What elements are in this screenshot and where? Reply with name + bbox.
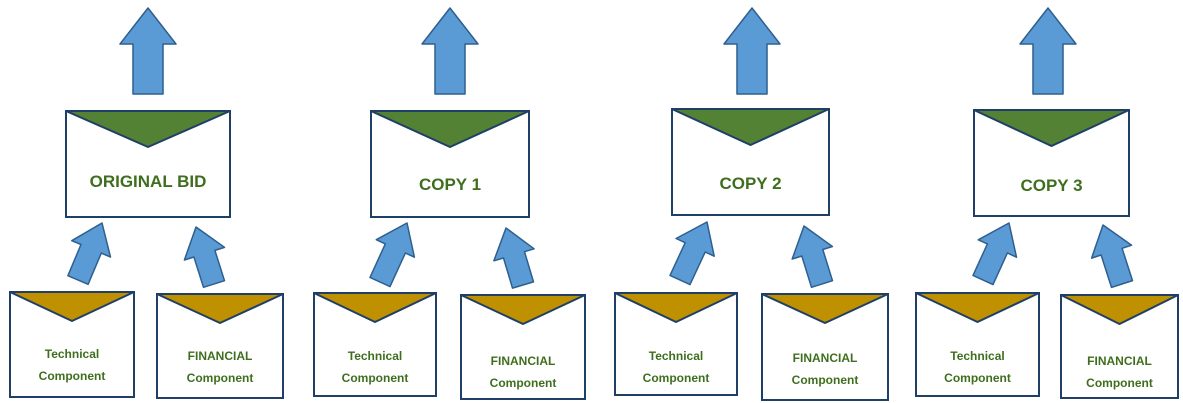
envelope-flap [973,109,1130,147]
technical-component-label: Technical Component [916,345,1039,389]
main-envelope-icon [65,110,231,218]
component-envelope-icon [156,293,284,399]
envelope-flap [313,292,437,323]
diagonal-up-arrow-icon [972,222,1018,286]
component-label-line2: Component [1086,376,1153,390]
envelope-flap [614,292,738,323]
component-envelope-icon [460,294,586,400]
component-label-line1: FINANCIAL [490,354,556,368]
diagonal-up-arrow-icon [1090,224,1134,289]
component-envelope-icon [614,292,738,396]
component-envelope-icon [313,292,437,397]
envelope-flap [671,108,830,146]
component-label-line2: Component [489,376,557,390]
envelope-flap [460,294,586,325]
component-label-line1: FINANCIAL [187,349,253,363]
component-label-line1: Technical [347,349,403,363]
diagonal-up-arrow-icon [493,227,535,289]
main-envelope-label: COPY 3 [1020,176,1083,195]
technical-component-label: Technical Component [615,345,737,389]
component-envelope-icon [1060,294,1179,399]
financial-component-label: FINANCIAL Component [157,345,283,389]
component-label-line1: Technical [648,349,704,363]
component-label-line1: Technical [950,349,1005,363]
envelope-flap [156,293,284,324]
component-label-line2: Component [944,371,1011,385]
main-envelope-icon [370,110,530,218]
diagonal-up-arrow-icon [183,226,226,289]
main-envelope-label: COPY 2 [719,174,782,193]
envelope-flap [65,110,231,148]
component-label-line2: Component [38,369,106,383]
up-arrow-icon [119,7,177,95]
diagonal-up-arrow-icon [669,221,715,286]
envelope-flap [9,291,135,322]
component-label-line2: Component [341,371,409,385]
main-envelope-label: COPY 1 [418,175,482,194]
diagonal-up-arrow-icon [791,225,834,289]
component-envelope-icon [9,291,135,398]
component-envelope-icon [915,292,1040,397]
diagonal-up-arrow-icon [67,222,112,286]
component-label-line2: Component [791,373,859,387]
envelope-flap [915,292,1040,323]
envelope-flap [370,110,530,148]
component-label-line1: FINANCIAL [1087,354,1152,368]
component-envelope-icon [761,293,889,401]
up-arrow-icon [723,7,781,95]
up-arrow-icon [1019,7,1077,95]
component-label-line1: FINANCIAL [792,351,858,365]
component-label-line1: Technical [44,347,100,361]
financial-component-label: FINANCIAL Component [461,350,585,394]
component-label-line2: Component [642,371,710,385]
main-envelope-icon [973,109,1130,217]
main-envelope-label: ORIGINAL BID [89,172,207,191]
technical-component-label: Technical Component [314,345,436,389]
financial-component-label: FINANCIAL Component [762,347,888,391]
diagonal-up-arrow-icon [369,222,416,288]
up-arrow-icon [421,7,479,95]
main-envelope-icon [671,108,830,216]
component-label-line2: Component [186,371,254,385]
technical-component-label: Technical Component [10,343,134,387]
financial-component-label: FINANCIAL Component [1061,350,1178,394]
envelope-flap [1060,294,1179,325]
envelope-flap [761,293,889,324]
